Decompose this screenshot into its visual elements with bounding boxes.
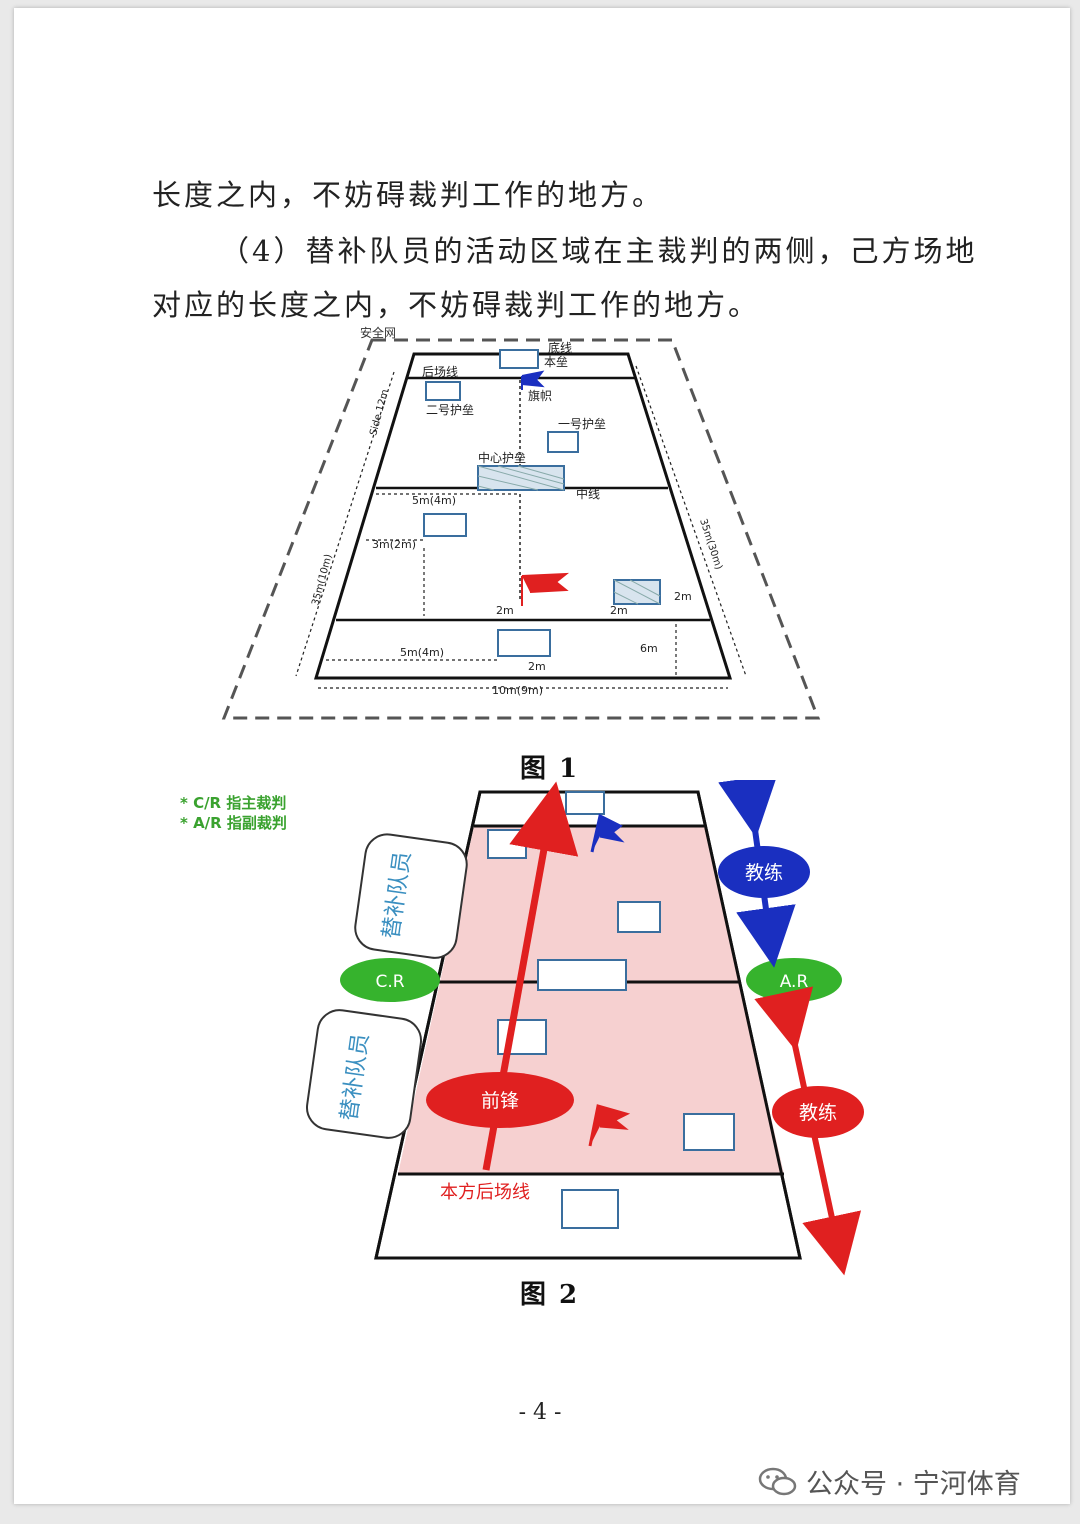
dim-2m-b: 2m xyxy=(610,604,628,617)
first-base xyxy=(547,431,579,453)
safety-net-boundary xyxy=(221,338,821,720)
side-left-upper-label: Side 12m xyxy=(368,388,391,437)
home-base-label: 本垒 xyxy=(544,355,568,369)
cr-label: C.R xyxy=(375,972,404,992)
subs-zone-top xyxy=(354,833,468,959)
dim-5m-bottom: 5m(4m) xyxy=(400,646,444,659)
dim-2m-d: 2m xyxy=(528,660,546,673)
red-flag-2-icon xyxy=(588,1104,631,1147)
forward-ellipse xyxy=(426,1072,574,1128)
paragraph-3: 对应的长度之内，不妨碍裁判工作的地方。 xyxy=(152,288,761,322)
center-base-label: 中心护垒 xyxy=(478,450,526,465)
figure-2-caption: 图 2 xyxy=(520,1280,580,1310)
figure-1-field-diagram: 安全网 底线 本垒 后场线 二号护垒 旗帜 一号护垒 中心护垒 中线 5m(4m… xyxy=(221,325,821,720)
red-flag-icon xyxy=(521,572,570,606)
dim-6m: 6m xyxy=(640,642,658,655)
blue-coach-label: 教练 xyxy=(745,862,783,884)
blue-flag-2-icon xyxy=(590,813,625,853)
figure-2-field-diagram: * C/R 指主裁判 * A/R 指副裁判 前锋 本方后场线 替补队员 替补队员… xyxy=(180,780,864,1276)
flag-label: 旗帜 xyxy=(528,388,552,403)
figure-1-caption: 图 1 xyxy=(520,754,580,784)
paragraph-1: 长度之内，不妨碍裁判工作的地方。 xyxy=(152,178,665,212)
subs-zone-bottom xyxy=(306,1009,422,1139)
second-base xyxy=(425,381,461,401)
legend-line-2: * A/R 指副裁判 xyxy=(180,814,287,832)
legend-line-1: * C/R 指主裁判 xyxy=(180,794,286,812)
bottom-base xyxy=(497,629,551,657)
page-number: - 4 - xyxy=(518,1400,562,1425)
mid-line-label: 中线 xyxy=(576,486,600,501)
second-base-label: 二号护垒 xyxy=(426,403,474,417)
field-outline xyxy=(313,352,733,680)
dim-10m: 10m(9m) xyxy=(492,684,543,697)
paragraph-2: （4）替补队员的活动区域在主裁判的两侧，己方场地 xyxy=(220,234,978,268)
ar-label: A.R xyxy=(780,972,809,992)
own-back-line-label: 本方后场线 xyxy=(440,1182,530,1203)
side-left-lower-label: 35m(10m) xyxy=(310,553,334,607)
first-base-label: 一号护垒 xyxy=(558,417,606,431)
red-coach-ellipse xyxy=(772,1086,864,1138)
side-right-label: 35m(30m) xyxy=(697,518,724,572)
forward-label: 前锋 xyxy=(481,1090,519,1112)
home-base xyxy=(499,349,539,369)
back-line-label: 后场线 xyxy=(422,365,458,379)
red-coach-label: 教练 xyxy=(799,1102,837,1124)
footer-watermark: 公众号 · 宁河体育 xyxy=(758,1462,1021,1501)
cr-ellipse xyxy=(340,958,440,1002)
dim-2m-c: 2m xyxy=(674,590,692,603)
blue-flag-icon xyxy=(521,370,545,390)
dim-5m-top: 5m(4m) xyxy=(412,494,456,507)
safety-net-label: 安全网 xyxy=(360,325,396,340)
dim-2m-a: 2m xyxy=(496,604,514,617)
blue-coach-ellipse xyxy=(718,846,810,898)
base-line-label: 底线 xyxy=(548,340,572,355)
left-base xyxy=(423,513,467,537)
footer-text: 公众号 · 宁河体育 xyxy=(806,1469,1021,1500)
dim-3m: 3m(2m) xyxy=(372,538,416,551)
wechat-icon xyxy=(758,1467,797,1495)
